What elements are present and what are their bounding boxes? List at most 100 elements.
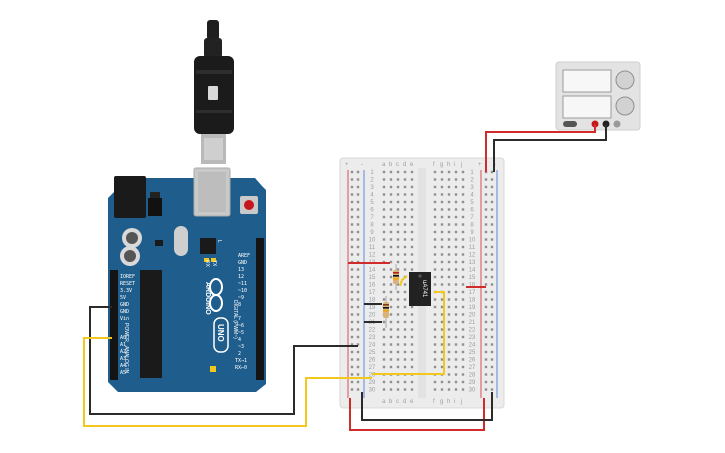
breadboard-hole[interactable] [356,350,360,354]
breadboard-hole[interactable] [403,253,407,256]
breadboard-hole[interactable] [410,185,414,189]
breadboard-hole[interactable] [382,238,386,241]
breadboard-hole[interactable] [350,380,354,384]
breadboard-hole[interactable] [440,170,444,174]
breadboard-hole[interactable] [433,178,437,181]
breadboard-hole[interactable] [396,238,400,241]
breadboard-hole[interactable] [433,268,437,271]
breadboard-hole[interactable] [389,245,393,249]
breadboard-hole[interactable] [403,268,407,271]
breadboard-hole[interactable] [389,275,393,279]
breadboard-hole[interactable] [382,193,386,196]
breadboard-hole[interactable] [403,223,407,226]
breadboard-hole[interactable] [389,260,393,264]
breadboard-hole[interactable] [447,298,451,301]
breadboard-hole[interactable] [490,260,494,264]
breadboard-hole[interactable] [350,335,354,339]
breadboard-hole[interactable] [447,358,451,361]
breadboard-hole[interactable] [447,275,451,279]
breadboard-hole[interactable] [389,253,393,256]
breadboard-hole[interactable] [389,178,393,181]
breadboard-hole[interactable] [382,200,386,204]
breadboard-hole[interactable] [433,380,437,384]
breadboard-hole[interactable] [350,298,354,301]
breadboard-hole[interactable] [350,200,354,204]
breadboard-hole[interactable] [350,178,354,181]
breadboard-hole[interactable] [440,358,444,361]
breadboard-hole[interactable] [403,305,407,309]
breadboard-hole[interactable] [490,335,494,339]
breadboard-hole[interactable] [403,238,407,241]
breadboard-hole[interactable] [350,215,354,219]
breadboard-hole[interactable] [447,170,451,174]
breadboard-hole[interactable] [447,268,451,271]
breadboard-hole[interactable] [440,298,444,301]
breadboard-hole[interactable] [389,170,393,174]
breadboard-hole[interactable] [356,185,360,189]
breadboard-hole[interactable] [490,320,494,324]
breadboard-hole[interactable] [440,283,444,286]
breadboard-hole[interactable] [396,268,400,271]
breadboard-hole[interactable] [461,328,465,331]
breadboard-hole[interactable] [350,223,354,226]
breadboard-hole[interactable] [490,185,494,189]
breadboard-hole[interactable] [447,350,451,354]
breadboard-hole[interactable] [396,320,400,324]
breadboard-hole[interactable] [433,298,437,301]
breadboard-hole[interactable] [440,328,444,331]
breadboard-hole[interactable] [490,343,494,346]
breadboard-hole[interactable] [447,305,451,309]
breadboard-hole[interactable] [410,230,414,234]
breadboard-hole[interactable] [454,268,458,271]
breadboard-hole[interactable] [356,275,360,279]
breadboard-hole[interactable] [410,343,414,346]
breadboard-hole[interactable] [490,388,494,391]
breadboard-hole[interactable] [447,245,451,249]
breadboard-hole[interactable] [389,335,393,339]
breadboard-hole[interactable] [461,358,465,361]
breadboard-hole[interactable] [396,193,400,196]
breadboard-hole[interactable] [403,298,407,301]
breadboard-hole[interactable] [461,208,465,211]
breadboard-hole[interactable] [403,283,407,286]
breadboard-hole[interactable] [433,253,437,256]
breadboard-hole[interactable] [454,320,458,324]
breadboard-hole[interactable] [490,200,494,204]
breadboard-hole[interactable] [490,283,494,286]
breadboard-hole[interactable] [403,260,407,264]
breadboard-hole[interactable] [382,208,386,211]
breadboard-hole[interactable] [396,200,400,204]
breadboard-hole[interactable] [389,283,393,286]
breadboard-hole[interactable] [410,193,414,196]
breadboard-hole[interactable] [490,215,494,219]
breadboard-hole[interactable] [490,313,494,316]
breadboard-hole[interactable] [350,350,354,354]
breadboard-hole[interactable] [382,283,386,286]
breadboard-hole[interactable] [382,170,386,174]
breadboard-hole[interactable] [382,320,386,324]
breadboard-hole[interactable] [403,365,407,369]
breadboard-hole[interactable] [433,335,437,339]
breadboard-hole[interactable] [350,358,354,361]
breadboard-hole[interactable] [356,223,360,226]
breadboard-hole[interactable] [382,358,386,361]
breadboard-hole[interactable] [382,365,386,369]
breadboard-hole[interactable] [484,230,488,234]
breadboard-hole[interactable] [454,283,458,286]
breadboard-hole[interactable] [461,388,465,391]
breadboard-hole[interactable] [356,283,360,286]
breadboard-hole[interactable] [433,313,437,316]
breadboard-hole[interactable] [447,320,451,324]
breadboard-hole[interactable] [440,245,444,249]
breadboard-hole[interactable] [484,193,488,196]
breadboard-hole[interactable] [396,223,400,226]
breadboard-hole[interactable] [433,328,437,331]
breadboard-hole[interactable] [461,178,465,181]
breadboard-hole[interactable] [490,358,494,361]
breadboard-hole[interactable] [433,283,437,286]
breadboard-hole[interactable] [433,193,437,196]
breadboard-hole[interactable] [396,283,400,286]
breadboard-hole[interactable] [454,305,458,309]
breadboard-hole[interactable] [403,320,407,324]
breadboard-hole[interactable] [433,358,437,361]
